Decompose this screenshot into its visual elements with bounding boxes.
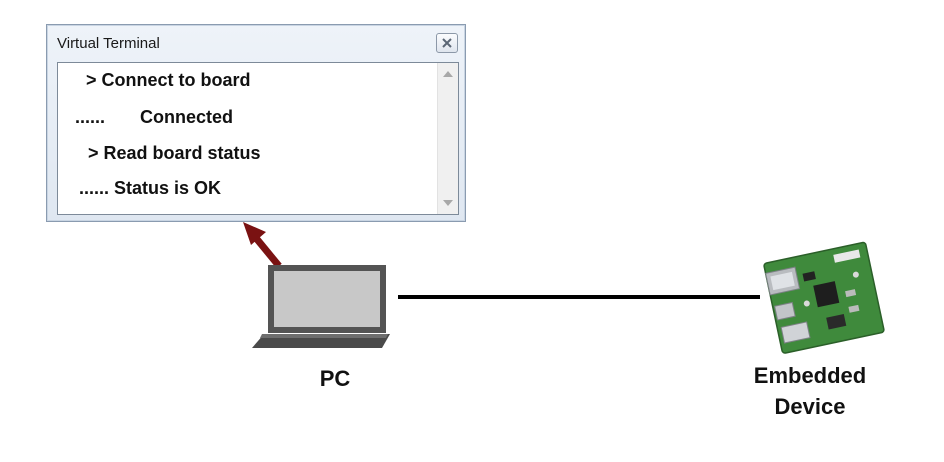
arrow-to-terminal [243,222,282,269]
scroll-up-icon[interactable] [443,71,453,77]
terminal-line: ...... Connected [75,107,234,127]
terminal-output[interactable]: > Connect to board ...... Connected > Re… [57,62,459,215]
close-icon [442,38,452,48]
vertical-scrollbar[interactable] [437,63,458,214]
terminal-title: Virtual Terminal [57,35,160,52]
terminal-title-bar[interactable]: Virtual Terminal [47,25,465,61]
pc-label: PC [319,366,351,391]
device-label-line1: Embedded [753,363,867,388]
circuit-board-icon [763,241,885,354]
virtual-terminal-window: Virtual Terminal > Connect to board ....… [46,24,466,222]
scroll-down-icon[interactable] [443,200,453,206]
device-label-line2: Device [774,394,846,419]
terminal-line: ...... Status is OK [79,178,222,198]
terminal-line: > Read board status [88,143,261,163]
terminal-line: > Connect to board [86,70,251,90]
close-button[interactable] [436,33,458,53]
laptop-icon [252,265,390,348]
